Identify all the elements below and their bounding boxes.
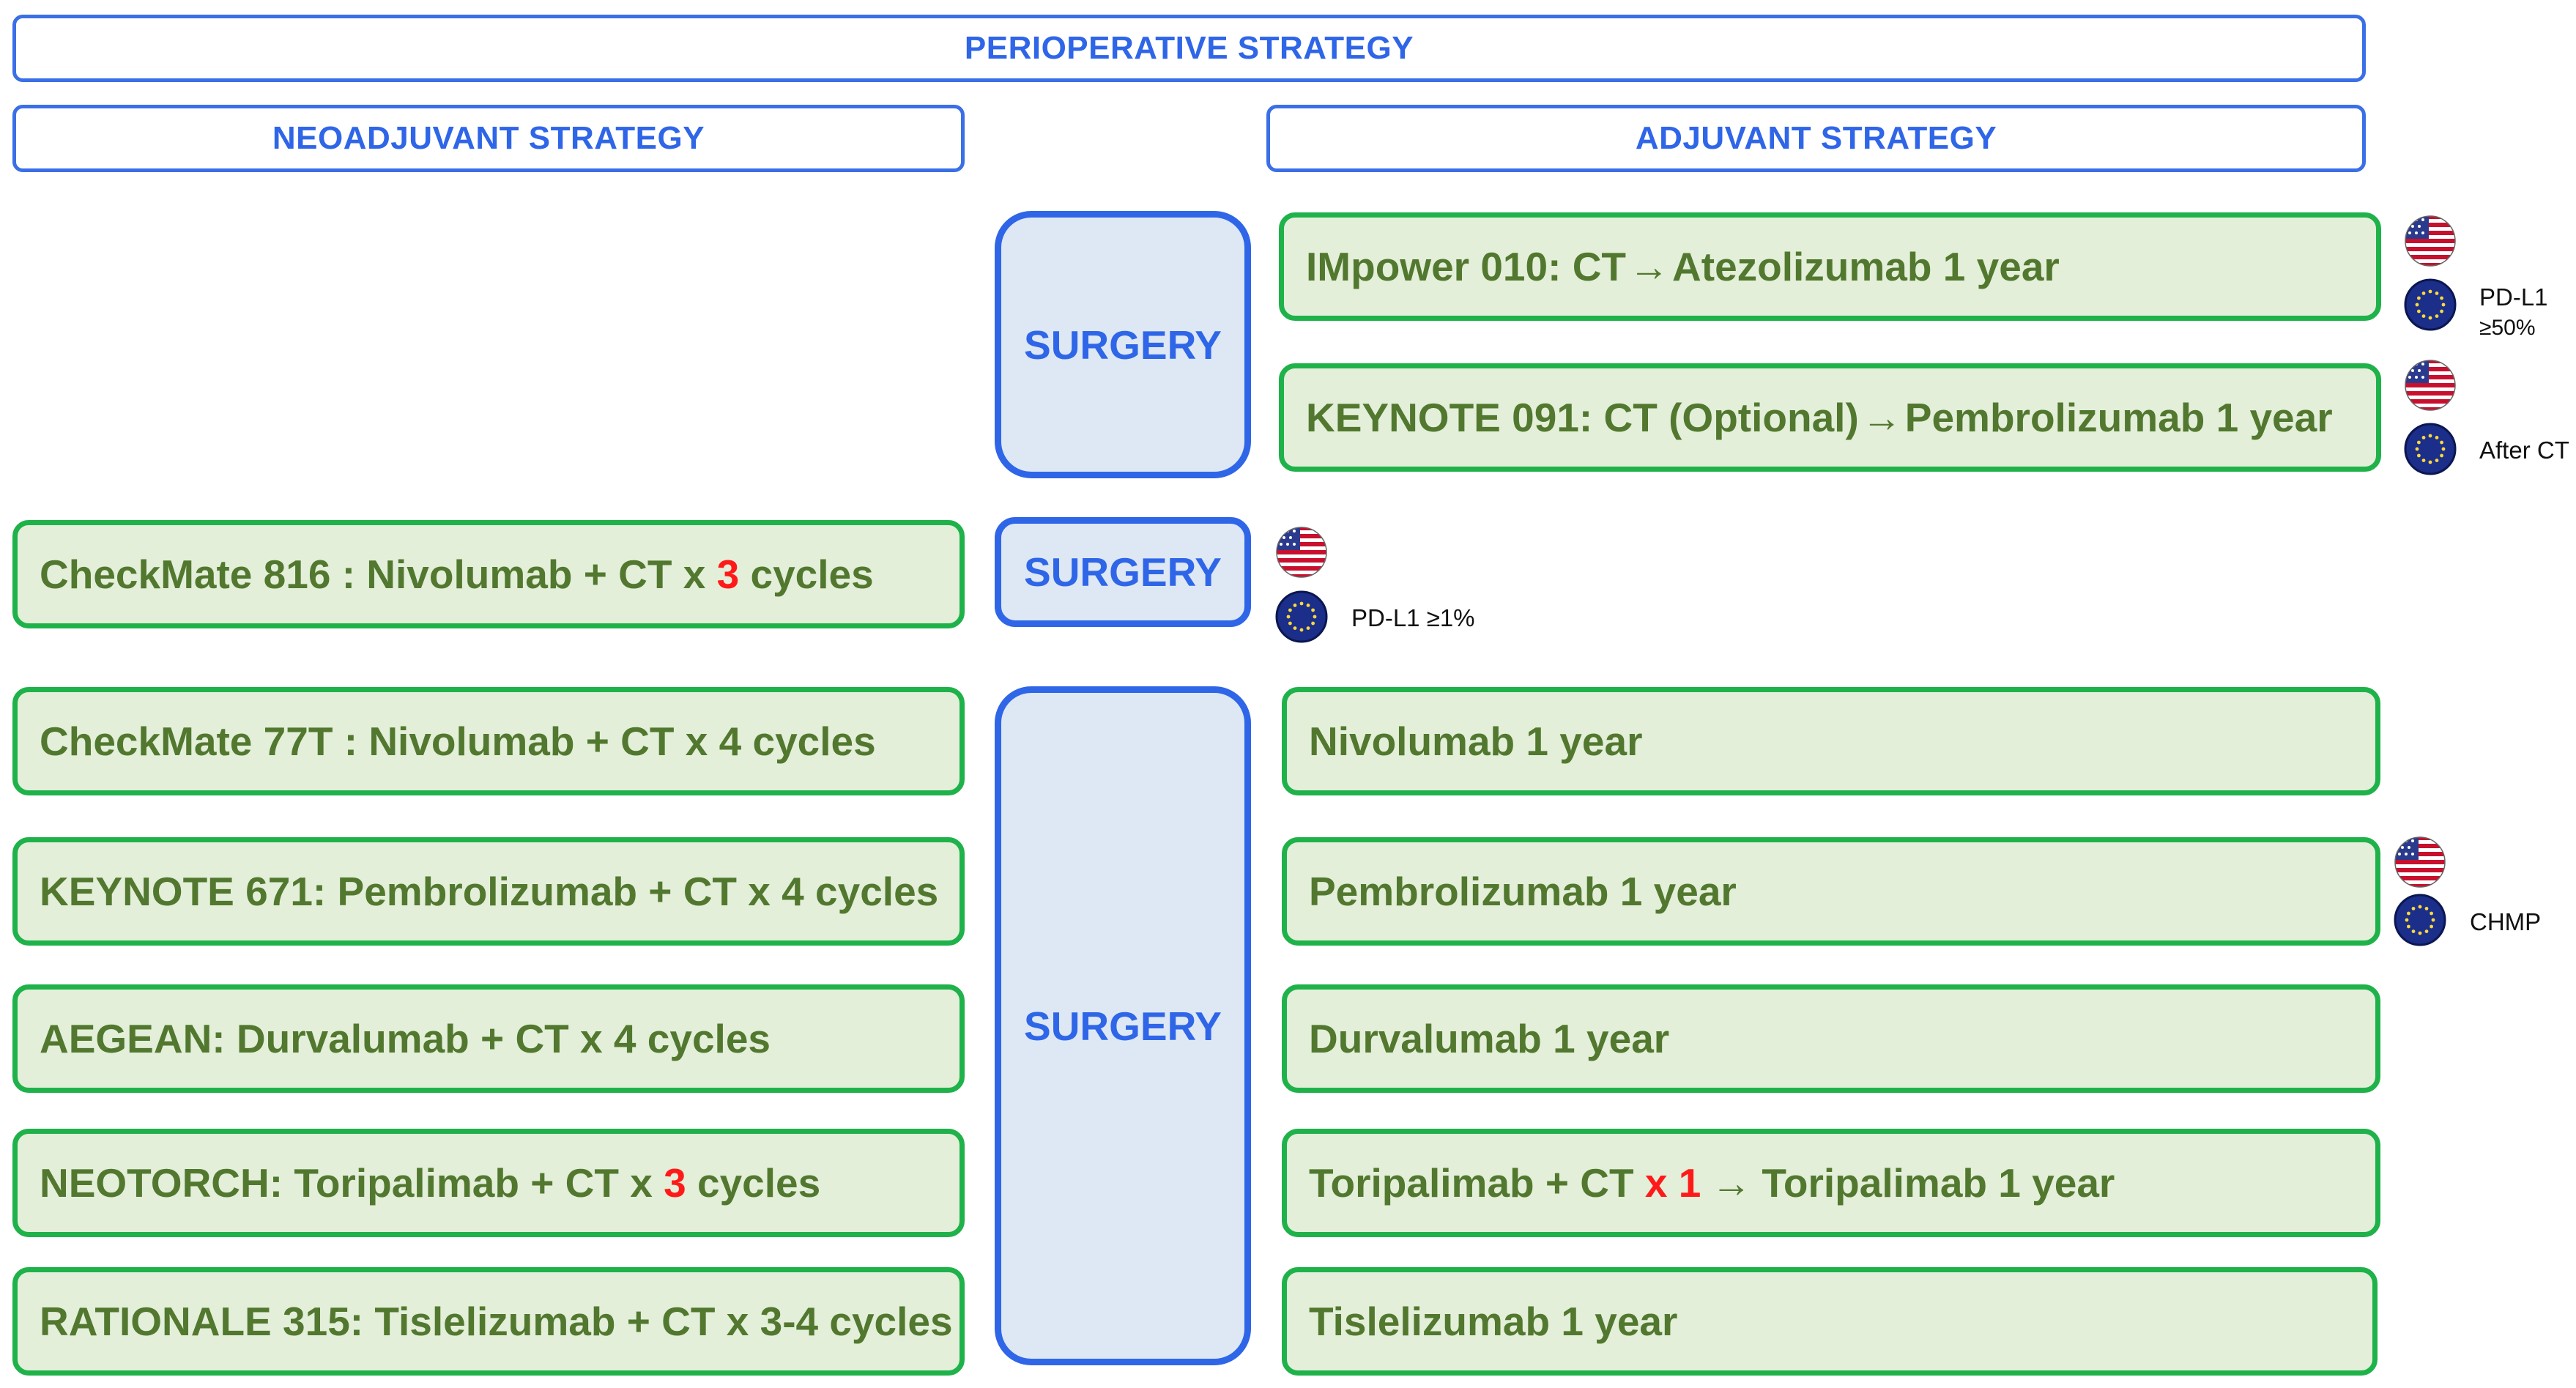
surgery-label: SURGERY [1024,549,1222,595]
checkmate77t-neo-box: CheckMate 77T : Nivolumab + CT x 4 cycle… [12,687,965,795]
cycle-count-highlight: x 1 [1644,1160,1701,1206]
trial-text: NEOTORCH: Toripalimab + CT x [40,1160,664,1206]
trial-text: Durvalumab 1 year [1309,1016,1670,1061]
adjuvant-strategy-header: ADJUVANT STRATEGY [1266,105,2366,172]
trial-text: RATIONALE 315: Tislelizumab + CT x 3-4 c… [40,1299,953,1344]
eu-flag-icon [2394,894,2446,946]
cycle-count-highlight: 3 [664,1160,686,1206]
trial-text: KEYNOTE 091: CT (Optional) [1306,395,1859,440]
trial-text: Nivolumab 1 year [1309,719,1643,764]
perioperative-strategy-title: PERIOPERATIVE STRATEGY [964,30,1414,66]
durvalumab-adj-box: Durvalumab 1 year [1282,984,2380,1093]
trial-text-suffix: cycles [739,552,874,597]
neoadjuvant-strategy-header: NEOADJUVANT STRATEGY [12,105,965,172]
impower010-box: IMpower 010: CT → Atezolizumab 1 year [1279,212,2381,321]
note-line: PD-L1 [2479,283,2548,311]
trial-text: CheckMate 816 : Nivolumab + CT x [40,552,717,597]
eu-flag-icon [1275,590,1328,643]
arrow-right-icon: → [1629,244,1670,289]
us-flag-icon [1275,526,1328,579]
surgery-box-neoadjuvant: SURGERY [995,517,1251,627]
keynote671-approval-note: CHMP [2470,908,2542,935]
perioperative-strategy-header: PERIOPERATIVE STRATEGY [12,15,2366,82]
adjuvant-strategy-title: ADJUVANT STRATEGY [1635,120,1997,156]
checkmate816-box: CheckMate 816 : Nivolumab + CT x 3 cycle… [12,520,965,628]
neoadjuvant-strategy-title: NEOADJUVANT STRATEGY [272,120,705,156]
trial-text: Tislelizumab 1 year [1309,1299,1678,1344]
checkmate816-approval-note: PD-L1 ≥1% [1351,604,1475,631]
trial-text: CheckMate 77T : Nivolumab + CT x 4 cycle… [40,719,876,764]
eu-flag-icon [2404,423,2457,475]
trial-text: AEGEAN: Durvalumab + CT x 4 cycles [40,1016,771,1061]
cycle-count-highlight: 3 [716,552,740,597]
trial-text-after: Toripalimab 1 year [1762,1160,2115,1206]
surgery-box-adjuvant: SURGERY [995,211,1251,478]
us-flag-icon [2404,359,2457,412]
eu-flag-icon [2404,278,2457,331]
keynote091-box: KEYNOTE 091: CT (Optional) → Pembrolizum… [1279,363,2381,472]
note-line: ≥50% [2479,316,2536,340]
rationale315-neo-box: RATIONALE 315: Tislelizumab + CT x 3-4 c… [12,1267,965,1376]
trial-text-suffix: cycles [686,1160,821,1206]
trial-text: Toripalimab + CT [1309,1160,1645,1206]
surgery-label: SURGERY [1024,1003,1222,1049]
trial-text: Pembrolizumab 1 year [1309,869,1737,914]
nivolumab-adj-box: Nivolumab 1 year [1282,687,2380,795]
impower-approval-note: PD-L1 ≥50% [2479,281,2548,343]
us-flag-icon [2404,215,2457,267]
us-flag-icon [2394,836,2446,888]
toripalimab-adj-box: Toripalimab + CT x 1 → Toripalimab 1 yea… [1282,1129,2380,1237]
pembrolizumab-adj-box: Pembrolizumab 1 year [1282,837,2380,946]
arrow-right-icon: → [1711,1160,1752,1206]
trial-text: IMpower 010: CT [1306,244,1627,289]
keynote671-neo-box: KEYNOTE 671: Pembrolizumab + CT x 4 cycl… [12,837,965,946]
trial-text: KEYNOTE 671: Pembrolizumab + CT x 4 cycl… [40,869,939,914]
neotorch-neo-box: NEOTORCH: Toripalimab + CT x 3 cycles [12,1129,965,1237]
keynote091-approval-note: After CT [2479,437,2569,464]
arrow-right-icon: → [1861,395,1902,440]
surgery-box-perioperative: SURGERY [995,686,1251,1365]
aegean-neo-box: AEGEAN: Durvalumab + CT x 4 cycles [12,984,965,1093]
tislelizumab-adj-box: Tislelizumab 1 year [1282,1267,2378,1376]
trial-text-after: Pembrolizumab 1 year [1904,395,2333,440]
trial-text-after: Atezolizumab 1 year [1672,244,2060,289]
surgery-label: SURGERY [1024,322,1222,368]
